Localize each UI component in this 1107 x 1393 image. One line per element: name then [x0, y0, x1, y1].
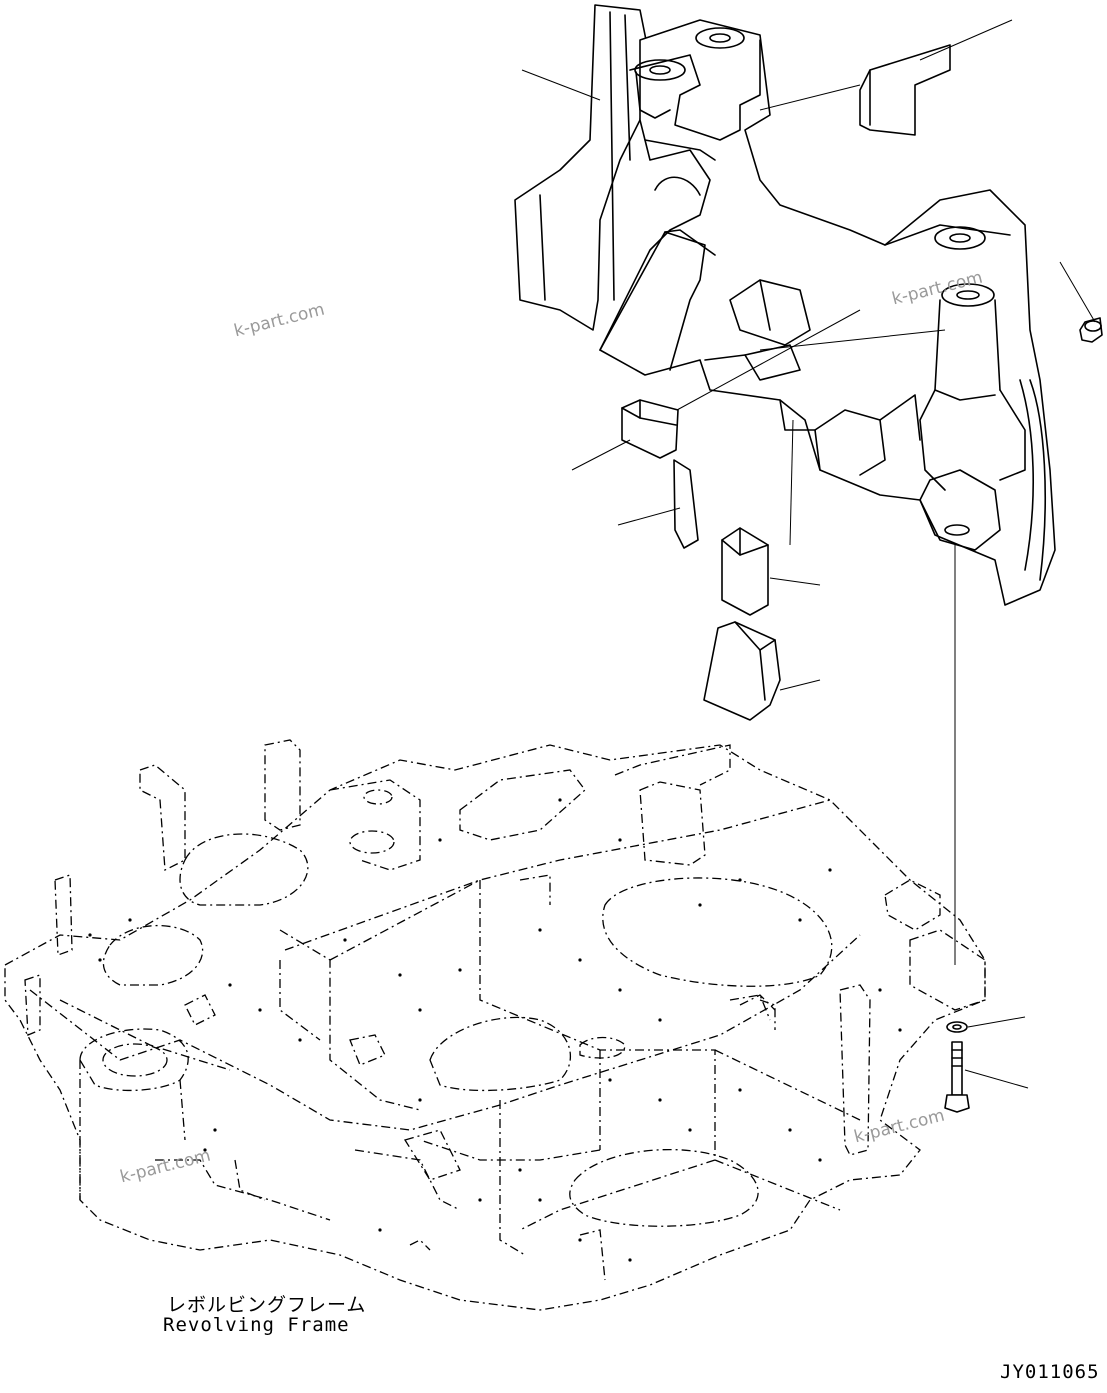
revolving-frame-outline: [4, 739, 986, 1311]
drawing-code: JY011065: [1000, 1361, 1100, 1383]
leader-lines-lower: [964, 1016, 1029, 1089]
part-name-japanese: レボルビングフレーム: [167, 1294, 367, 1316]
spacer-plate-2: [673, 459, 699, 549]
frame-rivets: [88, 798, 902, 1262]
part-name-english: Revolving Frame: [163, 1314, 350, 1336]
hex-bolt: [944, 1041, 970, 1113]
spacer-block-3: [721, 527, 769, 616]
pin-bolt-right: [1079, 317, 1103, 343]
leader-lines-upper: [521, 19, 1096, 965]
spacer-block-1: [621, 399, 679, 459]
washer: [946, 1021, 968, 1033]
counterweight-block-top-right: [859, 44, 951, 136]
upper-bracket-assembly: [514, 4, 1056, 606]
wedge-block-4: [703, 621, 781, 721]
